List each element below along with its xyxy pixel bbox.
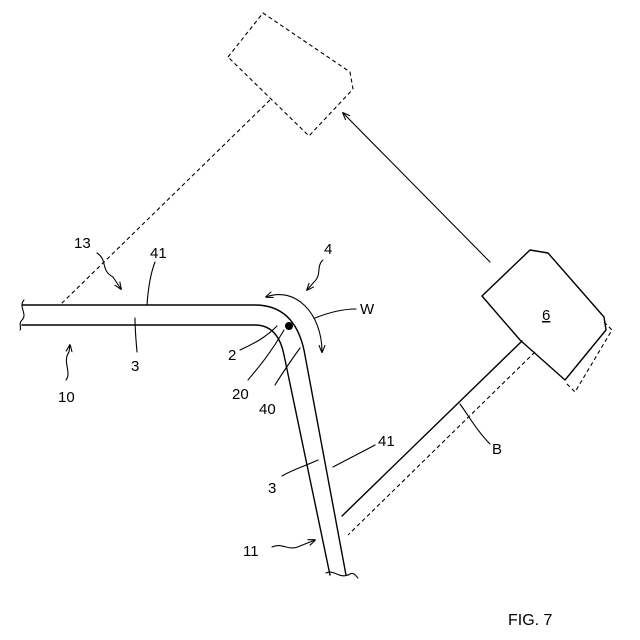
label-4: 4 (324, 241, 332, 258)
leader-B (460, 404, 490, 444)
leader-41a (147, 262, 155, 305)
leader-10 (66, 345, 70, 380)
label-11: 11 (243, 543, 259, 560)
label-2: 2 (228, 347, 236, 364)
movement-arrow (343, 113, 490, 262)
leader-W (315, 309, 356, 318)
label-B: B (492, 441, 502, 458)
arm-solid (342, 341, 522, 516)
sheet-lower-edge (22, 325, 330, 575)
leader-41b (333, 445, 375, 467)
arm-dashed (348, 352, 535, 535)
leader-20 (248, 330, 284, 380)
label-3-bottom: 3 (268, 480, 276, 497)
bend-point (285, 322, 293, 330)
label-40: 40 (259, 401, 276, 418)
label-13: 13 (74, 235, 91, 252)
leader-3a (135, 318, 137, 352)
label-41-top: 41 (150, 245, 167, 262)
label-6: 6 (542, 307, 550, 324)
leader-3b (282, 460, 318, 476)
sheet-break-bottom (326, 572, 358, 578)
phantom-block-top (228, 13, 353, 136)
label-3-left: 3 (131, 358, 139, 375)
phantom-arm-dashed (60, 100, 270, 305)
leader-4 (307, 260, 323, 290)
sheet-upper-top-edge (22, 305, 346, 575)
label-20: 20 (232, 386, 249, 403)
label-41-bottom: 41 (378, 433, 395, 450)
label-10: 10 (58, 389, 75, 406)
figure-caption: FIG. 7 (508, 612, 553, 629)
leader-40 (275, 348, 300, 385)
leader-13 (97, 253, 121, 289)
block-6-phantom (565, 322, 612, 392)
leader-11 (272, 540, 315, 548)
bend-arc-arrow (266, 295, 322, 352)
label-W: W (360, 301, 375, 318)
